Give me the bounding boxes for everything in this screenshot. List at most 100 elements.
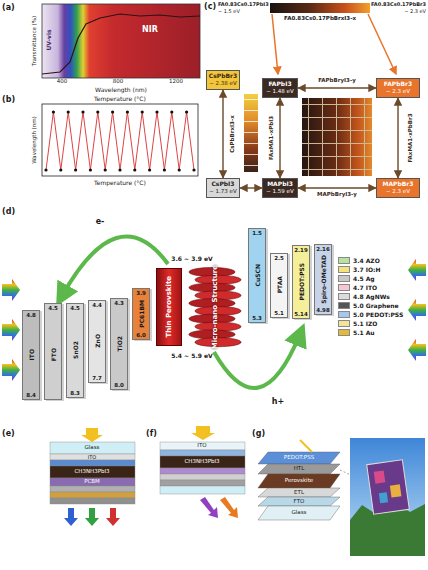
legend-row: 5.1 Au xyxy=(338,328,403,337)
energy-level-bar: 4.3TiO28.0 xyxy=(110,298,128,391)
composition-gradient-bar xyxy=(270,3,370,13)
layer xyxy=(50,442,135,454)
layer xyxy=(50,492,135,498)
light-arrow xyxy=(408,259,426,281)
text-label: HTL xyxy=(294,466,305,472)
energy-value: 1.5 xyxy=(252,230,262,236)
material-name: FAPbI3 xyxy=(268,81,291,88)
light-arrow xyxy=(2,319,20,341)
material-box: CsPbBr3~ 2.38 eV xyxy=(206,70,240,90)
panel-cell xyxy=(374,470,386,483)
legend-text: 3.4 AZO xyxy=(353,257,380,264)
layer xyxy=(160,468,245,474)
energy-level-bar: 4.4ZnO7.7 xyxy=(88,300,106,383)
connector-arrow xyxy=(222,90,223,178)
layer-name: PC61BM xyxy=(138,300,145,328)
output-arrow xyxy=(220,497,238,518)
layer-name: TiO2 xyxy=(116,336,123,351)
energy-value: 8.3 xyxy=(70,390,80,396)
legend-text: 5.0 PEDOT:PSS xyxy=(353,311,403,318)
text-label: 400 xyxy=(57,79,68,85)
panel-label: (b) xyxy=(2,96,15,104)
film-photo xyxy=(302,98,372,176)
bar-name-holder: Spiro-OMeTAD xyxy=(320,252,327,307)
material-box: FAPbBr3~ 2.3 eV xyxy=(376,78,420,98)
leader-arrow xyxy=(368,14,396,74)
layer xyxy=(160,474,245,480)
text-label: ITO xyxy=(197,443,206,449)
legend-swatch xyxy=(338,329,350,336)
legend-text: 5.1 Au xyxy=(353,329,375,336)
legend-row: 5.1 IZO xyxy=(338,319,403,328)
text-label: CH3NH3PbI3 xyxy=(184,459,219,465)
light-arrow xyxy=(2,359,20,381)
text-label: ~ 2.3 eV xyxy=(404,9,426,14)
legend-text: 4.5 Ag xyxy=(353,275,375,282)
legend-text: 3.7 IO:H xyxy=(353,266,380,273)
text-label: CH3NH3PbI3 xyxy=(74,469,109,475)
light-arrow xyxy=(191,426,215,440)
legend-swatch xyxy=(338,275,350,282)
output-arrow xyxy=(200,497,218,518)
cycling-curve xyxy=(46,112,194,170)
legend-swatch xyxy=(338,293,350,300)
layer-name: PTAA xyxy=(276,276,283,293)
perovskite-layer: Thin Perovskite xyxy=(156,268,182,346)
solar-panel xyxy=(367,460,410,515)
text-label: 5.4 ~ 5.9 eV xyxy=(171,353,212,359)
energy-value: 5.1 xyxy=(274,310,284,316)
bar-name-holder: PTAA xyxy=(276,261,283,310)
band-gap: ~ 1.48 eV xyxy=(266,88,294,94)
layer-name: ZnO xyxy=(94,334,101,348)
energy-level-bar: 2.5PTAA5.1 xyxy=(270,253,288,318)
structure-label-holder: Micro-nano Structure xyxy=(188,266,242,348)
energy-level-bar: 1.5CuSCN5.3 xyxy=(248,228,266,323)
spectrum-background xyxy=(42,4,200,78)
energy-value: 4.5 xyxy=(70,305,80,311)
panel-label: (c) xyxy=(204,3,216,11)
output-arrow xyxy=(106,508,120,526)
layer xyxy=(258,506,340,520)
text-label: ~ 1.5 eV xyxy=(218,9,240,14)
light-beam xyxy=(300,440,312,452)
transmittance-curve xyxy=(42,14,200,74)
layer xyxy=(50,498,135,504)
bar-name-holder: CuSCN xyxy=(254,236,261,315)
energy-value: 6.0 xyxy=(136,332,146,338)
legend-row: 3.4 AZO xyxy=(338,256,403,265)
text-label: Glass xyxy=(85,445,100,451)
bar-name-holder: FTO xyxy=(50,311,57,399)
energy-value: 4.5 xyxy=(48,305,58,311)
text-label: 3.6 ~ 3.9 eV xyxy=(171,256,212,262)
legend-swatch xyxy=(338,257,350,264)
energy-level-bar: 2.19PEDOT:PSS5.14 xyxy=(292,245,310,319)
legend-swatch xyxy=(338,302,350,309)
energy-value: 4.98 xyxy=(316,307,330,313)
plot-frame xyxy=(42,104,198,176)
layer-name: CuSCN xyxy=(254,264,261,286)
energy-value: 2.16 xyxy=(316,246,330,252)
panel-cell xyxy=(379,492,388,503)
text-label: ETL xyxy=(294,490,304,496)
legend-text: 4.7 ITO xyxy=(353,284,377,291)
material-box: FAPbI3~ 1.48 eV xyxy=(262,78,298,98)
text-label: h+ xyxy=(272,398,284,406)
edge-label: FAPbBryI3-y xyxy=(318,78,356,84)
material-name: MAPbBr3 xyxy=(382,181,413,188)
energy-value: 3.9 xyxy=(136,290,146,296)
layer-name: PEDOT:PSS xyxy=(298,263,305,301)
material-box: MAPbBr3~ 2.3 eV xyxy=(376,178,420,198)
bar-name-holder: TiO2 xyxy=(116,306,123,383)
energy-value: 2.19 xyxy=(294,247,308,253)
layer xyxy=(160,450,245,456)
layer xyxy=(50,478,135,486)
panel-label: (a) xyxy=(2,4,15,12)
text-label: UV-vis xyxy=(46,29,52,50)
bar-name-holder: PC61BM xyxy=(138,296,145,333)
text-label: Transmittance (%) xyxy=(32,16,38,66)
panel-label: (d) xyxy=(2,208,15,216)
text-label: e- xyxy=(96,218,105,226)
film-strip xyxy=(244,94,258,172)
text-label: Perovskite xyxy=(285,478,313,484)
